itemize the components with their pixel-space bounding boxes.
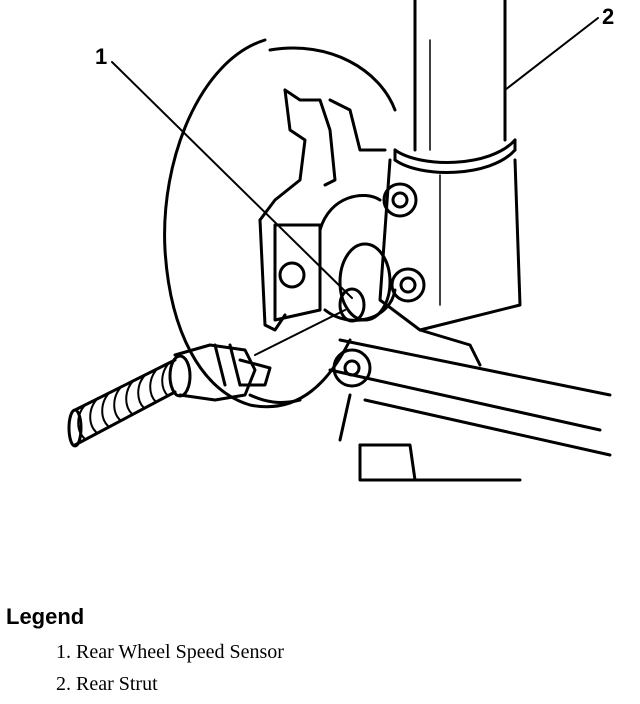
legend-title: Legend [6,604,85,629]
legend: Legend 1. Rear Wheel Speed Sensor 2. Rea… [6,604,626,700]
wheel-speed-sensor-port [338,287,366,323]
installation-guide-line [254,309,346,356]
rear-wheel-assembly-diagram: 1 2 [67,0,614,482]
strut-bolt-lower [390,267,426,303]
rear-strut [393,0,517,174]
control-arm-bolt [332,348,372,388]
legend-item-rear-wheel-speed-sensor: 1. Rear Wheel Speed Sensor [56,641,284,663]
sensor-bracket [258,88,387,332]
legend-item-rear-strut: 2. Rear Strut [56,673,158,695]
brake-backing-plate [163,38,397,409]
callout-2-leader [504,17,599,91]
knuckle-bracket [378,158,522,367]
sensor-connector [168,343,272,402]
legend-list: 1. Rear Wheel Speed Sensor 2. Rear Strut [6,636,626,700]
strut-bolt-upper [382,182,418,218]
callout-1-leader [111,61,353,299]
callout-1-number: 1 [95,44,107,69]
sensor-wire-harness [67,358,177,448]
lower-control-arm [328,338,612,482]
callout-2-number: 2 [602,4,614,29]
